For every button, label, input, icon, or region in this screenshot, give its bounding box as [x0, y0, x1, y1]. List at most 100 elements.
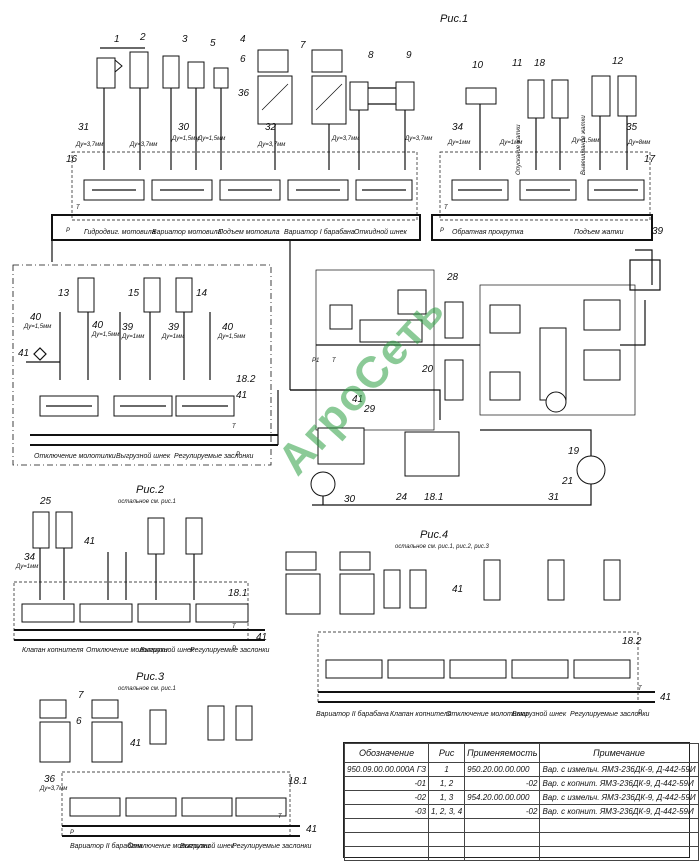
spec-header: Примечание	[539, 743, 699, 763]
svg-text:T: T	[638, 686, 643, 692]
svg-text:Рис.3: Рис.3	[136, 671, 165, 683]
svg-text:Вывешивание жатки: Вывешивание жатки	[581, 115, 587, 175]
svg-text:T: T	[232, 424, 237, 430]
spec-header-row: Обозначение Рис Применяемость Примечание	[343, 743, 699, 763]
svg-text:7: 7	[300, 40, 306, 51]
spec-cell: Вар. с измельч. ЯМЗ-236ДК-9, Д-442-59И	[539, 762, 699, 777]
svg-text:25: 25	[39, 496, 52, 507]
spec-cell: 1, 2, 3, 4	[428, 804, 466, 819]
svg-text:Выгрузной шнек: Выгрузной шнек	[512, 710, 567, 718]
svg-text:Ду=1,5мм: Ду=1,5мм	[23, 324, 51, 330]
svg-text:18: 18	[534, 58, 546, 69]
svg-text:Регулируемые заслонки: Регулируемые заслонки	[190, 647, 270, 654]
top-pipes	[51, 88, 653, 390]
svg-text:13: 13	[58, 288, 70, 299]
svg-text:Отключение молотилки: Отключение молотилки	[86, 647, 168, 654]
svg-text:Ду=1,5мм: Ду=1,5мм	[571, 138, 599, 144]
svg-text:Регулируемые заслонки: Регулируемые заслонки	[570, 711, 650, 718]
svg-text:2: 2	[139, 32, 146, 43]
svg-text:41: 41	[84, 536, 95, 547]
svg-text:Ду=1,5мм: Ду=1,5мм	[217, 334, 245, 340]
svg-text:40: 40	[92, 320, 104, 331]
svg-text:P: P	[440, 228, 444, 234]
svg-text:34: 34	[24, 552, 36, 563]
spec-cell: -01	[343, 776, 430, 791]
actuator-group-top-right	[465, 75, 637, 119]
svg-text:Ду=3,7мм: Ду=3,7мм	[75, 142, 103, 148]
svg-text:41: 41	[306, 824, 317, 835]
svg-text:41: 41	[452, 584, 463, 595]
svg-text:41: 41	[236, 390, 247, 401]
svg-text:Выгрузной шнек: Выгрузной шнек	[116, 452, 171, 460]
left-valve-block: 13 15 14 18.2 41 41 40 Ду=1,5мм 40 Ду=1,…	[12, 264, 279, 466]
svg-text:10: 10	[472, 60, 484, 71]
svg-text:18.1: 18.1	[424, 492, 443, 503]
callouts-top: 1 2 3 4 5 6 7 8 9 10 11 18 12 16 17 36 3…	[66, 32, 664, 237]
svg-text:Обратная прокрутка: Обратная прокрутка	[452, 228, 524, 236]
svg-text:Ду=1,5мм: Ду=1,5мм	[91, 332, 119, 338]
spec-cell: -02	[464, 804, 541, 819]
svg-text:Регулируемые заслонки: Регулируемые заслонки	[232, 843, 312, 850]
table-row	[343, 832, 699, 847]
spec-cell: 1, 2	[428, 776, 466, 791]
svg-text:Ду=1мм: Ду=1мм	[121, 334, 144, 340]
svg-text:Ду=3,7мм: Ду=3,7мм	[404, 136, 432, 142]
svg-text:T: T	[332, 358, 337, 364]
spec-cell: 950.09.00.00.000А ГЗ	[343, 762, 430, 777]
svg-text:P1: P1	[312, 358, 319, 364]
svg-text:остальное см. рис.1: остальное см. рис.1	[118, 499, 176, 505]
spec-cell: -03	[343, 804, 430, 819]
svg-text:39: 39	[122, 322, 134, 333]
svg-text:T: T	[444, 205, 449, 211]
spec-cell: Вар. с измельч. ЯМЗ-236ДК-9, Д-442-59И	[539, 790, 699, 805]
table-row	[343, 818, 699, 833]
figure-4: Рис.4 остальное см. рис.1, рис.2, рис.3 …	[285, 529, 671, 718]
spec-cell: -02	[464, 776, 541, 791]
table-row: -02 1, 3 954.20.00.00.000 Вар. с измельч…	[343, 790, 699, 805]
svg-text:29: 29	[363, 404, 376, 415]
svg-text:Ду=1,5мм: Ду=1,5мм	[197, 136, 225, 142]
svg-text:41: 41	[130, 738, 141, 749]
svg-text:30: 30	[178, 122, 190, 133]
svg-text:39: 39	[168, 322, 180, 333]
svg-text:19: 19	[568, 446, 580, 457]
svg-text:Отключение молотилки: Отключение молотилки	[34, 453, 116, 460]
svg-text:32: 32	[265, 122, 277, 133]
figure-2: Рис.2 остальное см. рис.1 25 34 Ду=1мм 4…	[13, 484, 270, 654]
table-row	[343, 846, 699, 861]
spec-cell: -02	[343, 790, 430, 805]
svg-text:Вариатор II барабана: Вариатор II барабана	[70, 842, 143, 850]
svg-text:21: 21	[561, 476, 573, 487]
valve-bank-16	[71, 151, 418, 221]
svg-text:остальное см. рис.1, рис.2, ри: остальное см. рис.1, рис.2, рис.3	[395, 544, 490, 550]
svg-text:Ду=1мм: Ду=1мм	[499, 140, 522, 146]
actuator-group-top-left	[96, 47, 415, 125]
svg-text:Ду=3,7мм: Ду=3,7мм	[129, 142, 157, 148]
svg-text:Ду=1мм: Ду=1мм	[161, 334, 184, 340]
svg-text:Подъем жатки: Подъем жатки	[574, 228, 624, 236]
svg-text:4: 4	[240, 34, 246, 45]
svg-text:40: 40	[222, 322, 234, 333]
svg-text:36: 36	[44, 774, 56, 785]
spec-cell: 1	[428, 762, 466, 777]
svg-text:34: 34	[452, 122, 464, 133]
spec-cell: Вар. с копнит. ЯМЗ-236ДК-9, Д-442-59И	[539, 804, 699, 819]
svg-text:18.2: 18.2	[236, 374, 256, 385]
svg-text:Рис.4: Рис.4	[420, 529, 448, 541]
svg-text:18.1: 18.1	[288, 776, 307, 787]
svg-text:T: T	[76, 205, 81, 211]
svg-text:Ду=3,7мм: Ду=3,7мм	[331, 136, 359, 142]
svg-text:9: 9	[406, 50, 412, 61]
specification-table: Обозначение Рис Применяемость Примечание…	[343, 742, 699, 861]
svg-text:6: 6	[76, 716, 82, 727]
svg-text:39: 39	[652, 226, 664, 237]
spec-cell: 954.20.00.00.000	[464, 790, 541, 805]
valve-bank-17	[439, 151, 651, 221]
svg-text:Клапан копнителя: Клапан копнителя	[390, 711, 452, 718]
svg-text:Ду=1мм: Ду=1мм	[15, 564, 38, 570]
svg-text:41: 41	[660, 692, 671, 703]
svg-text:28: 28	[446, 272, 459, 283]
svg-text:18.2: 18.2	[622, 636, 642, 647]
svg-text:31: 31	[548, 492, 559, 503]
svg-text:T: T	[278, 814, 283, 820]
